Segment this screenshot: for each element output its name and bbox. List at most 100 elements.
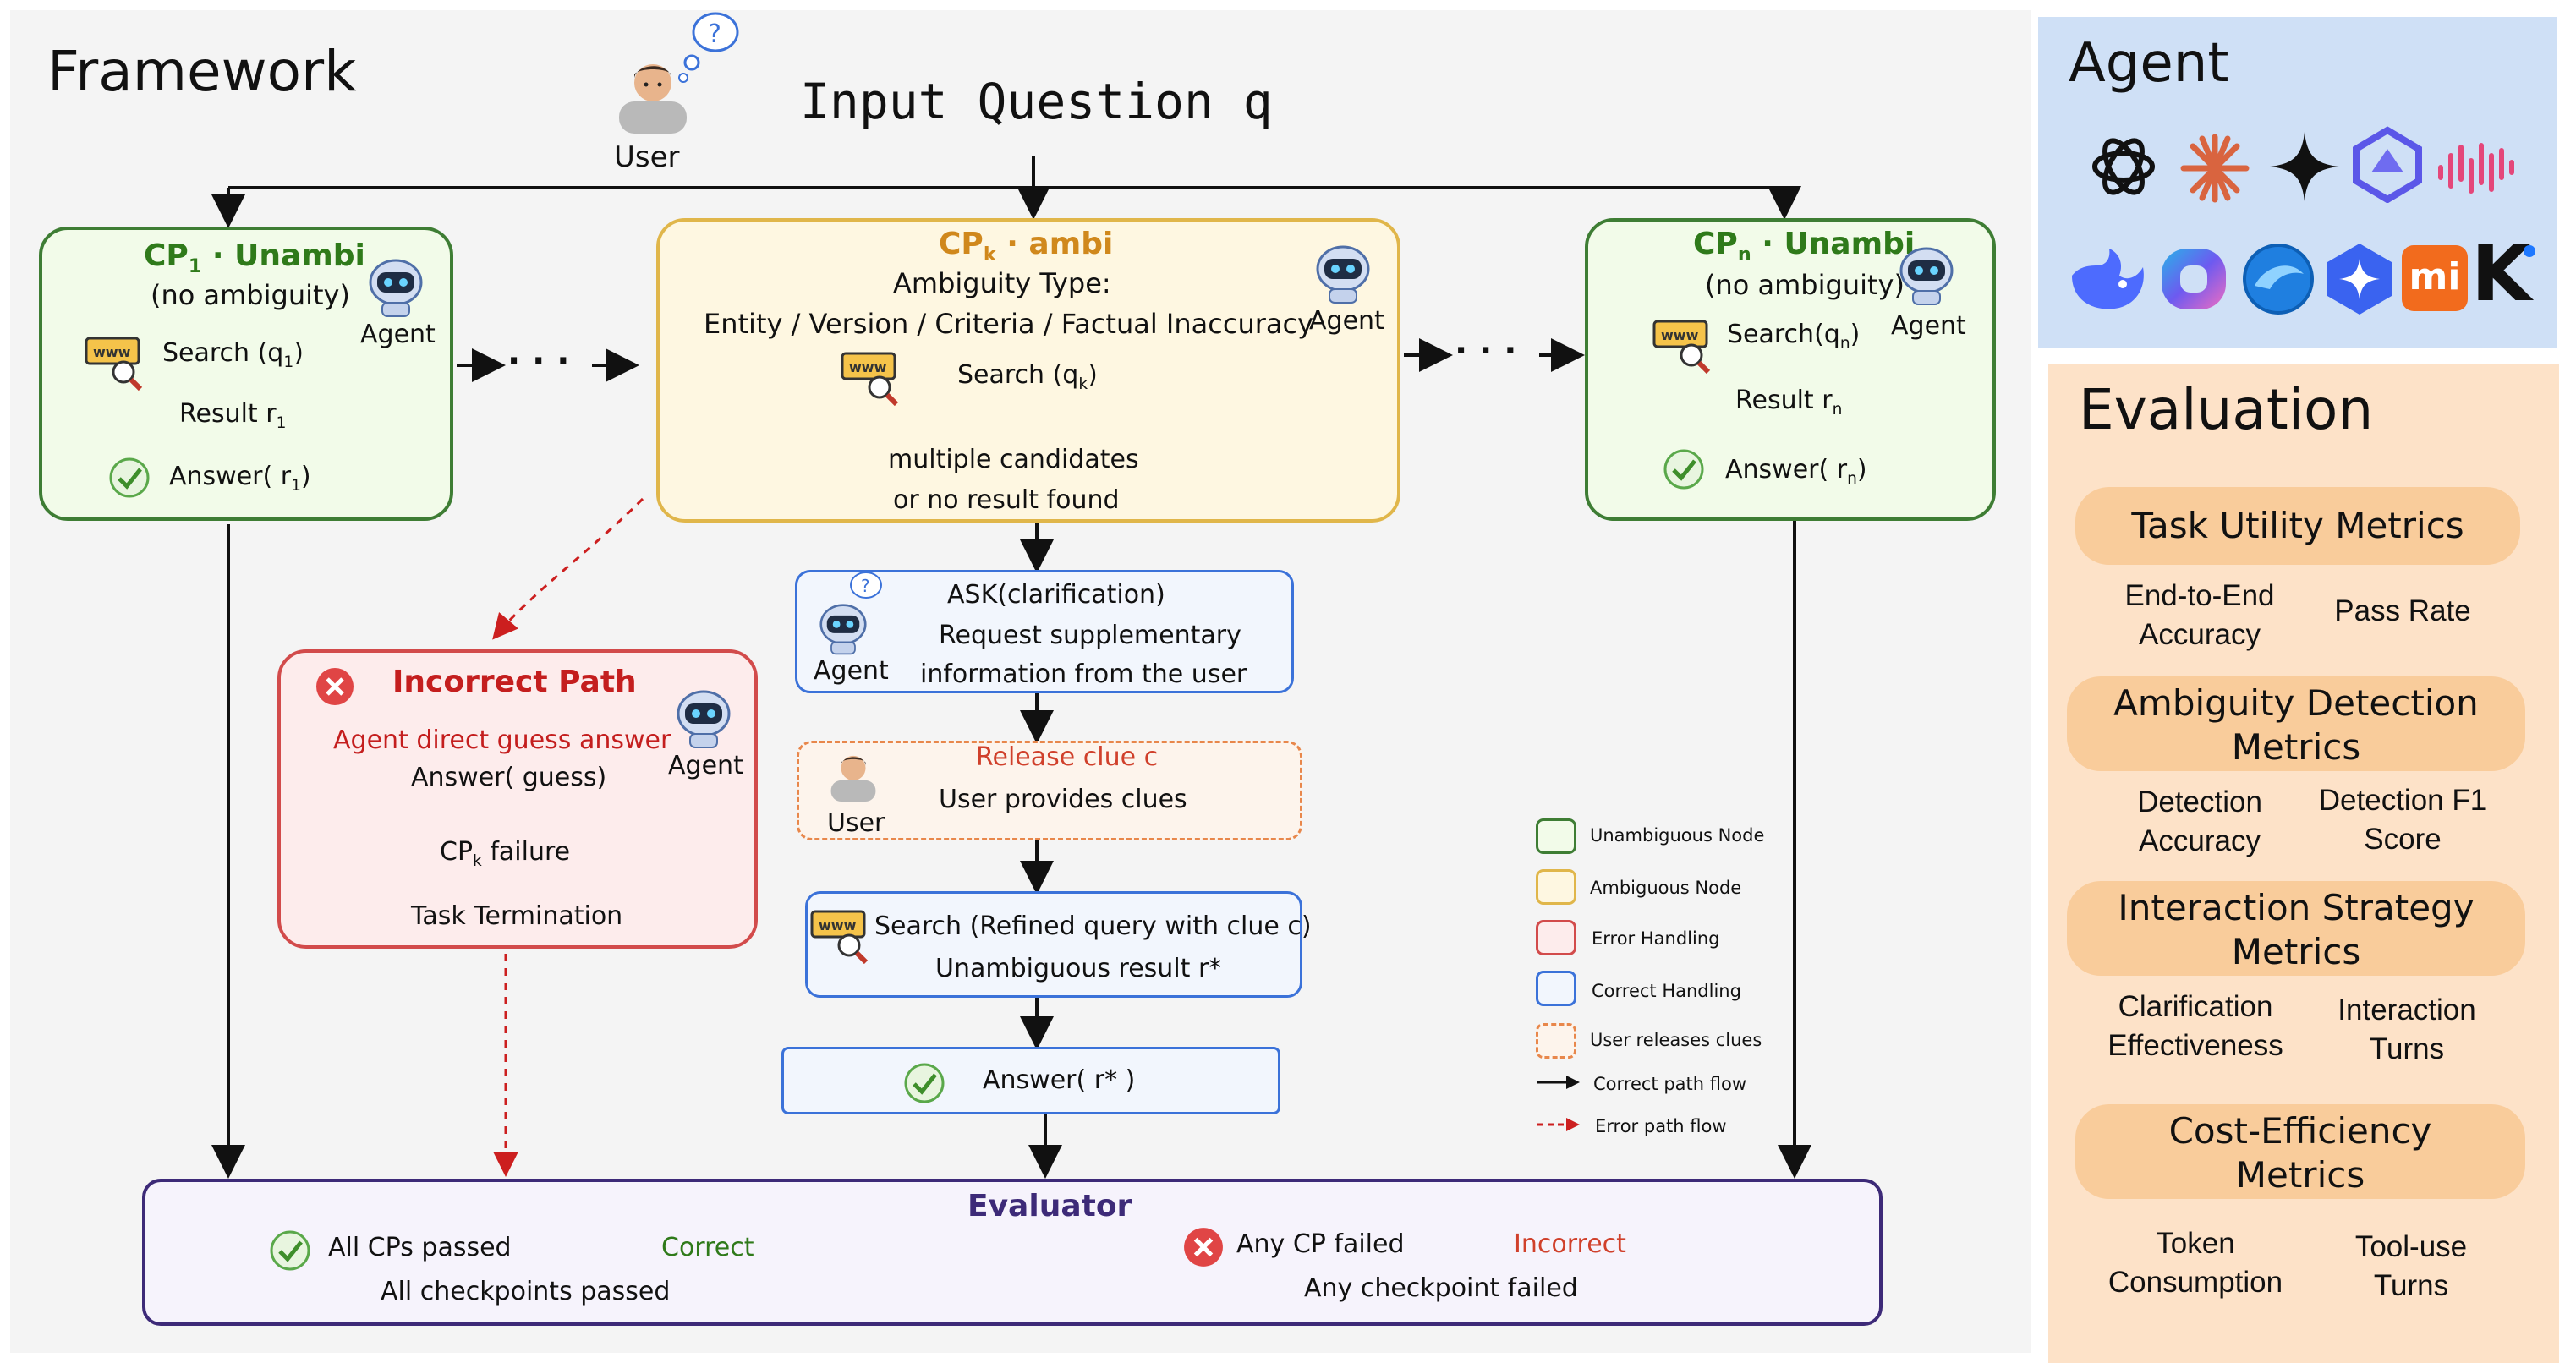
copilot-icon — [2162, 249, 2226, 309]
incorrect-guess: Agent direct guess answer — [333, 725, 671, 755]
legend-error-arrow-icon — [1537, 1118, 1580, 1131]
cpn-title: CPn · Unambi — [1693, 227, 1916, 266]
evaluator-x-icon — [1182, 1226, 1225, 1272]
metric-end-to-end-accuracy: End-to-End Accuracy — [2124, 579, 2275, 651]
metric-group-interaction-strategy: Interaction Strategy Metrics — [2067, 881, 2525, 976]
legend-swatch-user-clue — [1536, 1023, 1576, 1059]
cpk-search: Search (qk) — [957, 360, 1098, 393]
ask-agent-robot-icon — [814, 597, 873, 660]
ellipsis-right: · · · — [1455, 331, 1517, 370]
xiaomi-icon: mi — [2402, 245, 2468, 311]
cpk-types: Entity / Version / Criteria / Factual In… — [704, 308, 1314, 340]
incorrect-failure: CPk failure — [440, 837, 571, 870]
incorrect-x-icon — [315, 666, 355, 710]
framework-title: Framework — [47, 39, 357, 104]
legend-label-unambiguous: Unambiguous Node — [1590, 825, 1765, 846]
answer-star-node — [781, 1047, 1280, 1114]
incorrect-agent-robot-icon — [670, 683, 737, 753]
cp1-agent-label: Agent — [360, 320, 436, 349]
metric-tool-use-turns: Tool-use Turns — [2354, 1230, 2468, 1302]
cp1-result: Result r1 — [179, 399, 287, 432]
refined-line1: Search (Refined query with clue c) — [874, 911, 1312, 941]
metric-group-ambiguity-detection: Ambiguity Detection Metrics — [2067, 676, 2525, 771]
release-clue-node — [797, 741, 1302, 840]
deepseek-icon — [2072, 249, 2144, 309]
incorrect-path-node — [277, 649, 758, 949]
agent-panel-title: Agent — [2069, 32, 2229, 95]
cp1-agent-robot-icon — [362, 252, 430, 321]
svg-text:?: ? — [861, 576, 870, 596]
incorrect-answer: Answer( guess) — [411, 763, 607, 792]
cp1-search: Search (q1) — [162, 338, 304, 371]
ask-question-icon: ? — [844, 570, 885, 607]
cpk-agent-robot-icon — [1309, 238, 1377, 308]
incorrect-termination: Task Termination — [411, 901, 623, 931]
cp1-subtitle: (no ambiguity) — [151, 279, 350, 311]
metric-token-consumption: Token Consumption — [2107, 1227, 2283, 1299]
legend-label-error: Error Handling — [1592, 928, 1720, 949]
legend-swatch-correct — [1536, 971, 1576, 1006]
cp1-www-search-icon: www — [85, 335, 151, 394]
ask-agent-label: Agent — [814, 656, 889, 686]
cp1-title: CP1 · Unambi — [144, 238, 365, 278]
claude-icon — [2180, 134, 2250, 203]
cpn-check-icon — [1663, 448, 1705, 494]
refined-search-node — [805, 891, 1302, 998]
doubao-icon — [2243, 244, 2314, 315]
svg-text:www: www — [1661, 327, 1699, 343]
cpn-agent-label: Agent — [1891, 311, 1966, 341]
release-title: Release clue c — [976, 742, 1159, 772]
evaluator-left-cond: All CPs passed — [328, 1233, 512, 1262]
metric-pass-rate: Pass Rate — [2334, 594, 2471, 627]
release-user-label: User — [827, 808, 885, 838]
minimax-icon — [2438, 143, 2514, 194]
ask-line3: information from the user — [920, 660, 1247, 689]
metric-detection-f1-score: Detection F1 Score — [2318, 784, 2487, 856]
evaluator-right-cond: Any CP failed — [1236, 1229, 1405, 1259]
legend-correct-arrow-icon — [1537, 1076, 1580, 1089]
cpn-agent-robot-icon — [1893, 240, 1960, 309]
metric-interaction-turns: Interaction Turns — [2338, 994, 2476, 1065]
svg-text:www: www — [849, 359, 887, 375]
cpk-ambiguity-type: Ambiguity Type: — [893, 267, 1111, 299]
legend-label-correct-flow: Correct path flow — [1593, 1074, 1746, 1094]
legend-label-ambiguous: Ambiguous Node — [1590, 878, 1742, 898]
cp1-answer: Answer( r1) — [169, 462, 311, 495]
legend-swatch-ambiguous — [1536, 869, 1576, 905]
input-question: Input Question q — [800, 73, 1273, 130]
legend-label-correct: Correct Handling — [1592, 981, 1741, 1001]
cpk-www-search-icon: www — [841, 350, 907, 409]
openai-icon — [2092, 138, 2155, 195]
question-bubble-icon: ? — [677, 10, 741, 86]
cpk-no-result: or no result found — [893, 485, 1120, 515]
incorrect-agent-label: Agent — [668, 751, 743, 780]
cp1-check-icon — [108, 457, 151, 502]
evaluator-right-desc: Any checkpoint failed — [1304, 1273, 1578, 1303]
cpn-node — [1585, 218, 1996, 521]
refined-www-search-icon: www — [810, 908, 876, 967]
incorrect-title: Incorrect Path — [392, 665, 637, 699]
metric-clarification-effectiveness: Clarification Effectiveness — [2107, 990, 2283, 1062]
ask-line2: Request supplementary — [939, 621, 1241, 650]
legend-swatch-error — [1536, 920, 1576, 955]
ellipsis-left: · · · — [507, 342, 570, 380]
legend-label-error-flow: Error path flow — [1595, 1116, 1727, 1136]
cpn-search: Search(qn) — [1727, 320, 1861, 353]
cpn-answer: Answer( rn) — [1725, 455, 1867, 488]
evaluator-left-desc: All checkpoints passed — [381, 1277, 671, 1306]
ask-line1: ASK(clarification) — [947, 580, 1165, 610]
metric-detection-accuracy: Detection Accuracy — [2137, 786, 2262, 857]
cpn-result: Result rn — [1735, 386, 1843, 419]
svg-text:www: www — [819, 917, 857, 933]
evaluator-check-icon — [269, 1229, 311, 1275]
evaluation-panel-title: Evaluation — [2079, 377, 2374, 442]
cpn-www-search-icon: www — [1652, 318, 1718, 377]
qwen-icon — [2353, 126, 2422, 203]
legend-label-user-clue: User releases clues — [1590, 1030, 1762, 1050]
release-user-icon — [825, 744, 881, 807]
user-avatar — [611, 49, 695, 134]
cpk-agent-label: Agent — [1309, 306, 1384, 336]
svg-text:www: www — [93, 344, 131, 360]
metric-group-cost-efficiency: Cost-Efficiency Metrics — [2075, 1104, 2525, 1199]
evaluator-left-result: Correct — [661, 1233, 754, 1262]
